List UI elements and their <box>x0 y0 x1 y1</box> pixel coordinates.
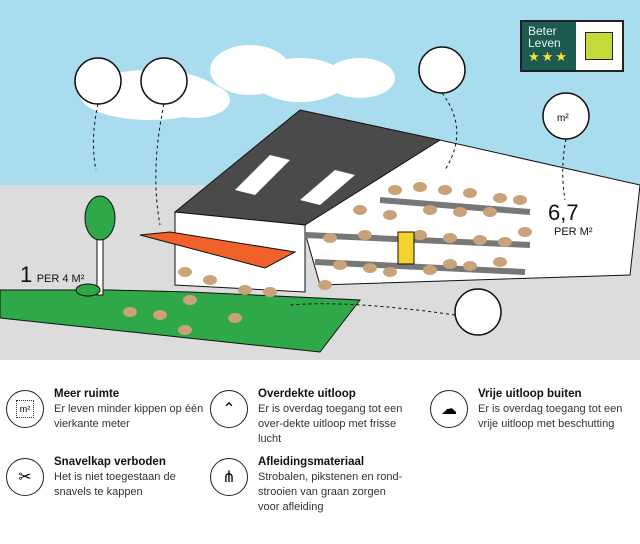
awning <box>139 231 297 269</box>
hen <box>493 193 507 203</box>
legend-title: Afleidingsmateriaal <box>258 456 365 468</box>
hand-icon <box>585 32 613 60</box>
hen <box>353 205 367 215</box>
legend-desc: Er leven minder kippen op één vierkante … <box>54 403 204 430</box>
hen <box>463 261 477 271</box>
skylight <box>300 170 355 205</box>
legend-title: Vrije uitloop buiten <box>478 388 582 400</box>
hen <box>498 237 512 247</box>
hen <box>318 280 332 290</box>
hen <box>473 235 487 245</box>
indoor-density-number: 6,7 <box>548 200 579 225</box>
hen <box>333 260 347 270</box>
legend-title: Overdekte uitloop <box>258 388 356 400</box>
hen <box>178 267 192 277</box>
hen <box>483 207 497 217</box>
sun-cloud-icon <box>74 57 122 105</box>
no-beak-trimming-icon <box>418 46 466 94</box>
hen <box>413 230 427 240</box>
outdoor-density-unit: PER 4 M² <box>36 273 85 285</box>
legend-title: Meer ruimte <box>54 388 120 400</box>
skylight <box>235 155 290 195</box>
dashed-arrows <box>92 92 567 316</box>
logo-line2: Leven <box>528 36 561 50</box>
straw-icon <box>454 288 502 336</box>
legend-desc: Het is niet toegestaan de snavels te kap… <box>54 471 176 498</box>
legend-desc: Er is overdag toegang tot een vrije uitl… <box>478 403 623 430</box>
legend-title: Snavelkap verboden <box>54 456 166 468</box>
hen <box>153 310 167 320</box>
hen <box>383 267 397 277</box>
perches <box>304 197 531 275</box>
hen <box>123 307 137 317</box>
bush <box>75 283 101 297</box>
hen <box>463 188 477 198</box>
hen <box>183 295 197 305</box>
logo-line1: Beter <box>528 24 557 38</box>
hen <box>443 233 457 243</box>
hen <box>358 230 372 240</box>
m2-icon: m² <box>6 390 44 428</box>
outdoor-density-number: 1 <box>20 262 33 287</box>
hen <box>203 275 217 285</box>
hen <box>438 185 452 195</box>
hen <box>178 325 192 335</box>
hen <box>453 207 467 217</box>
m2-badge: m² <box>557 113 569 124</box>
sun-cloud-icon: ☁ <box>430 390 468 428</box>
straw-icon: ⋔ <box>210 458 248 496</box>
logo-stars: ★★★ <box>528 49 569 64</box>
legend-desc: Strobalen, pikstenen en rond-strooien va… <box>258 471 403 513</box>
hen <box>238 285 252 295</box>
hen <box>443 259 457 269</box>
hen <box>363 263 377 273</box>
no-beak-trimming-icon: ✂ <box>6 458 44 496</box>
outdoor-density: 1 PER 4 M² <box>20 262 84 288</box>
hens <box>123 182 532 335</box>
hen <box>388 185 402 195</box>
hen <box>263 287 277 297</box>
tree-crown <box>84 195 116 241</box>
hen <box>493 257 507 267</box>
hen <box>513 195 527 205</box>
covered-sun-icon <box>140 57 188 105</box>
hen <box>423 205 437 215</box>
indoor-density-unit: PER M² <box>554 226 593 238</box>
hen <box>413 182 427 192</box>
hen <box>323 233 337 243</box>
grass-field <box>0 289 361 353</box>
hen <box>518 227 532 237</box>
hen <box>228 313 242 323</box>
hen <box>383 210 397 220</box>
covered-sun-icon: ⌃ <box>210 390 248 428</box>
legend-desc: Er is overdag toegang tot een over-dekte… <box>258 403 403 445</box>
straw-bale-icon <box>397 231 415 265</box>
hen <box>423 265 437 275</box>
